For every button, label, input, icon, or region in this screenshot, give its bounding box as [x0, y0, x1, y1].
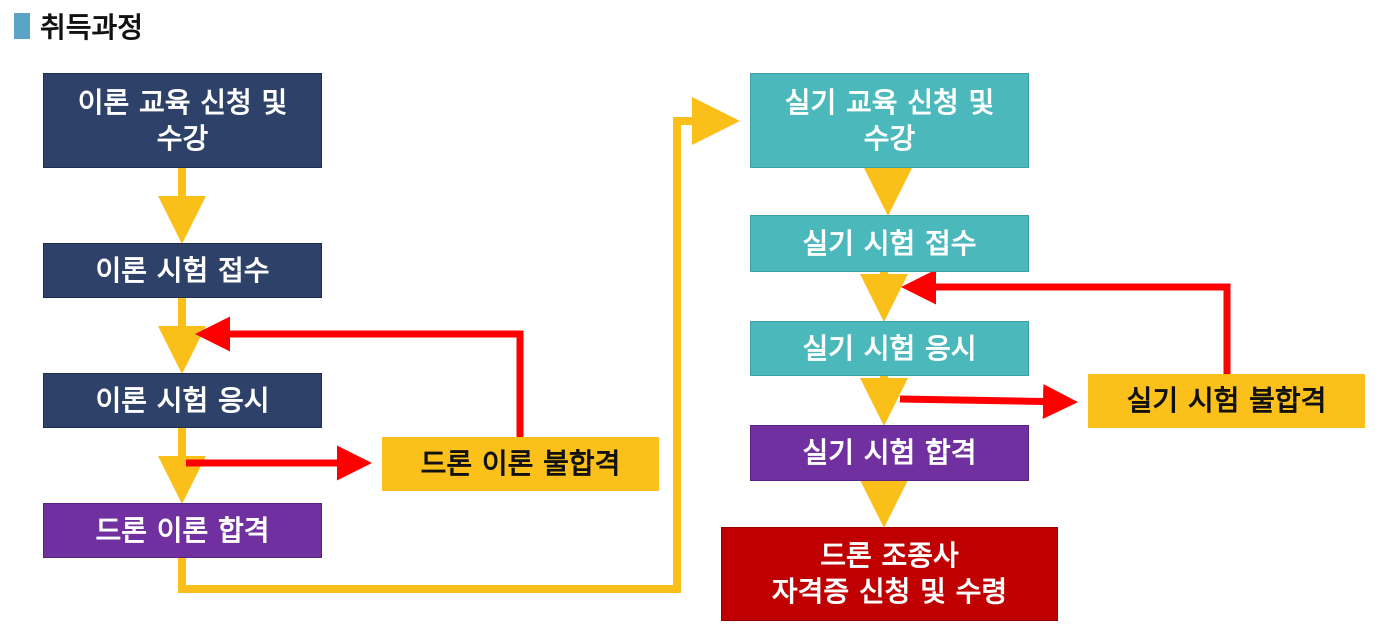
page-title: 취득과정 — [40, 11, 144, 44]
section-header: 취득과정 — [14, 6, 143, 46]
title-marker — [14, 13, 30, 39]
practical-register-box: 실기 시험 접수 — [750, 215, 1029, 272]
practical-fail-box: 실기 시험 불합격 — [1088, 374, 1365, 428]
arrow-practical-to-fail — [899, 384, 1078, 420]
theory-pass-box: 드론 이론 합격 — [43, 503, 322, 558]
theory-register-box: 이론 시험 접수 — [43, 243, 322, 298]
arrow-theory-fail-retry — [195, 316, 524, 438]
practical-pass-box: 실기 시험 합격 — [750, 425, 1029, 481]
practical-take-box: 실기 시험 응시 — [750, 321, 1029, 376]
theory-apply-box: 이론 교육 신청 및 수강 — [43, 73, 322, 168]
theory-fail-box: 드론 이론 불합격 — [382, 437, 659, 491]
arrow-practical-fail-retry — [901, 269, 1231, 374]
arrow-theory-pass-to-practical — [178, 97, 740, 593]
practical-apply-box: 실기 교육 신청 및 수강 — [750, 73, 1029, 168]
license-issue-box: 드론 조종사 자격증 신청 및 수령 — [721, 527, 1058, 621]
theory-take-box: 이론 시험 응시 — [43, 373, 322, 428]
